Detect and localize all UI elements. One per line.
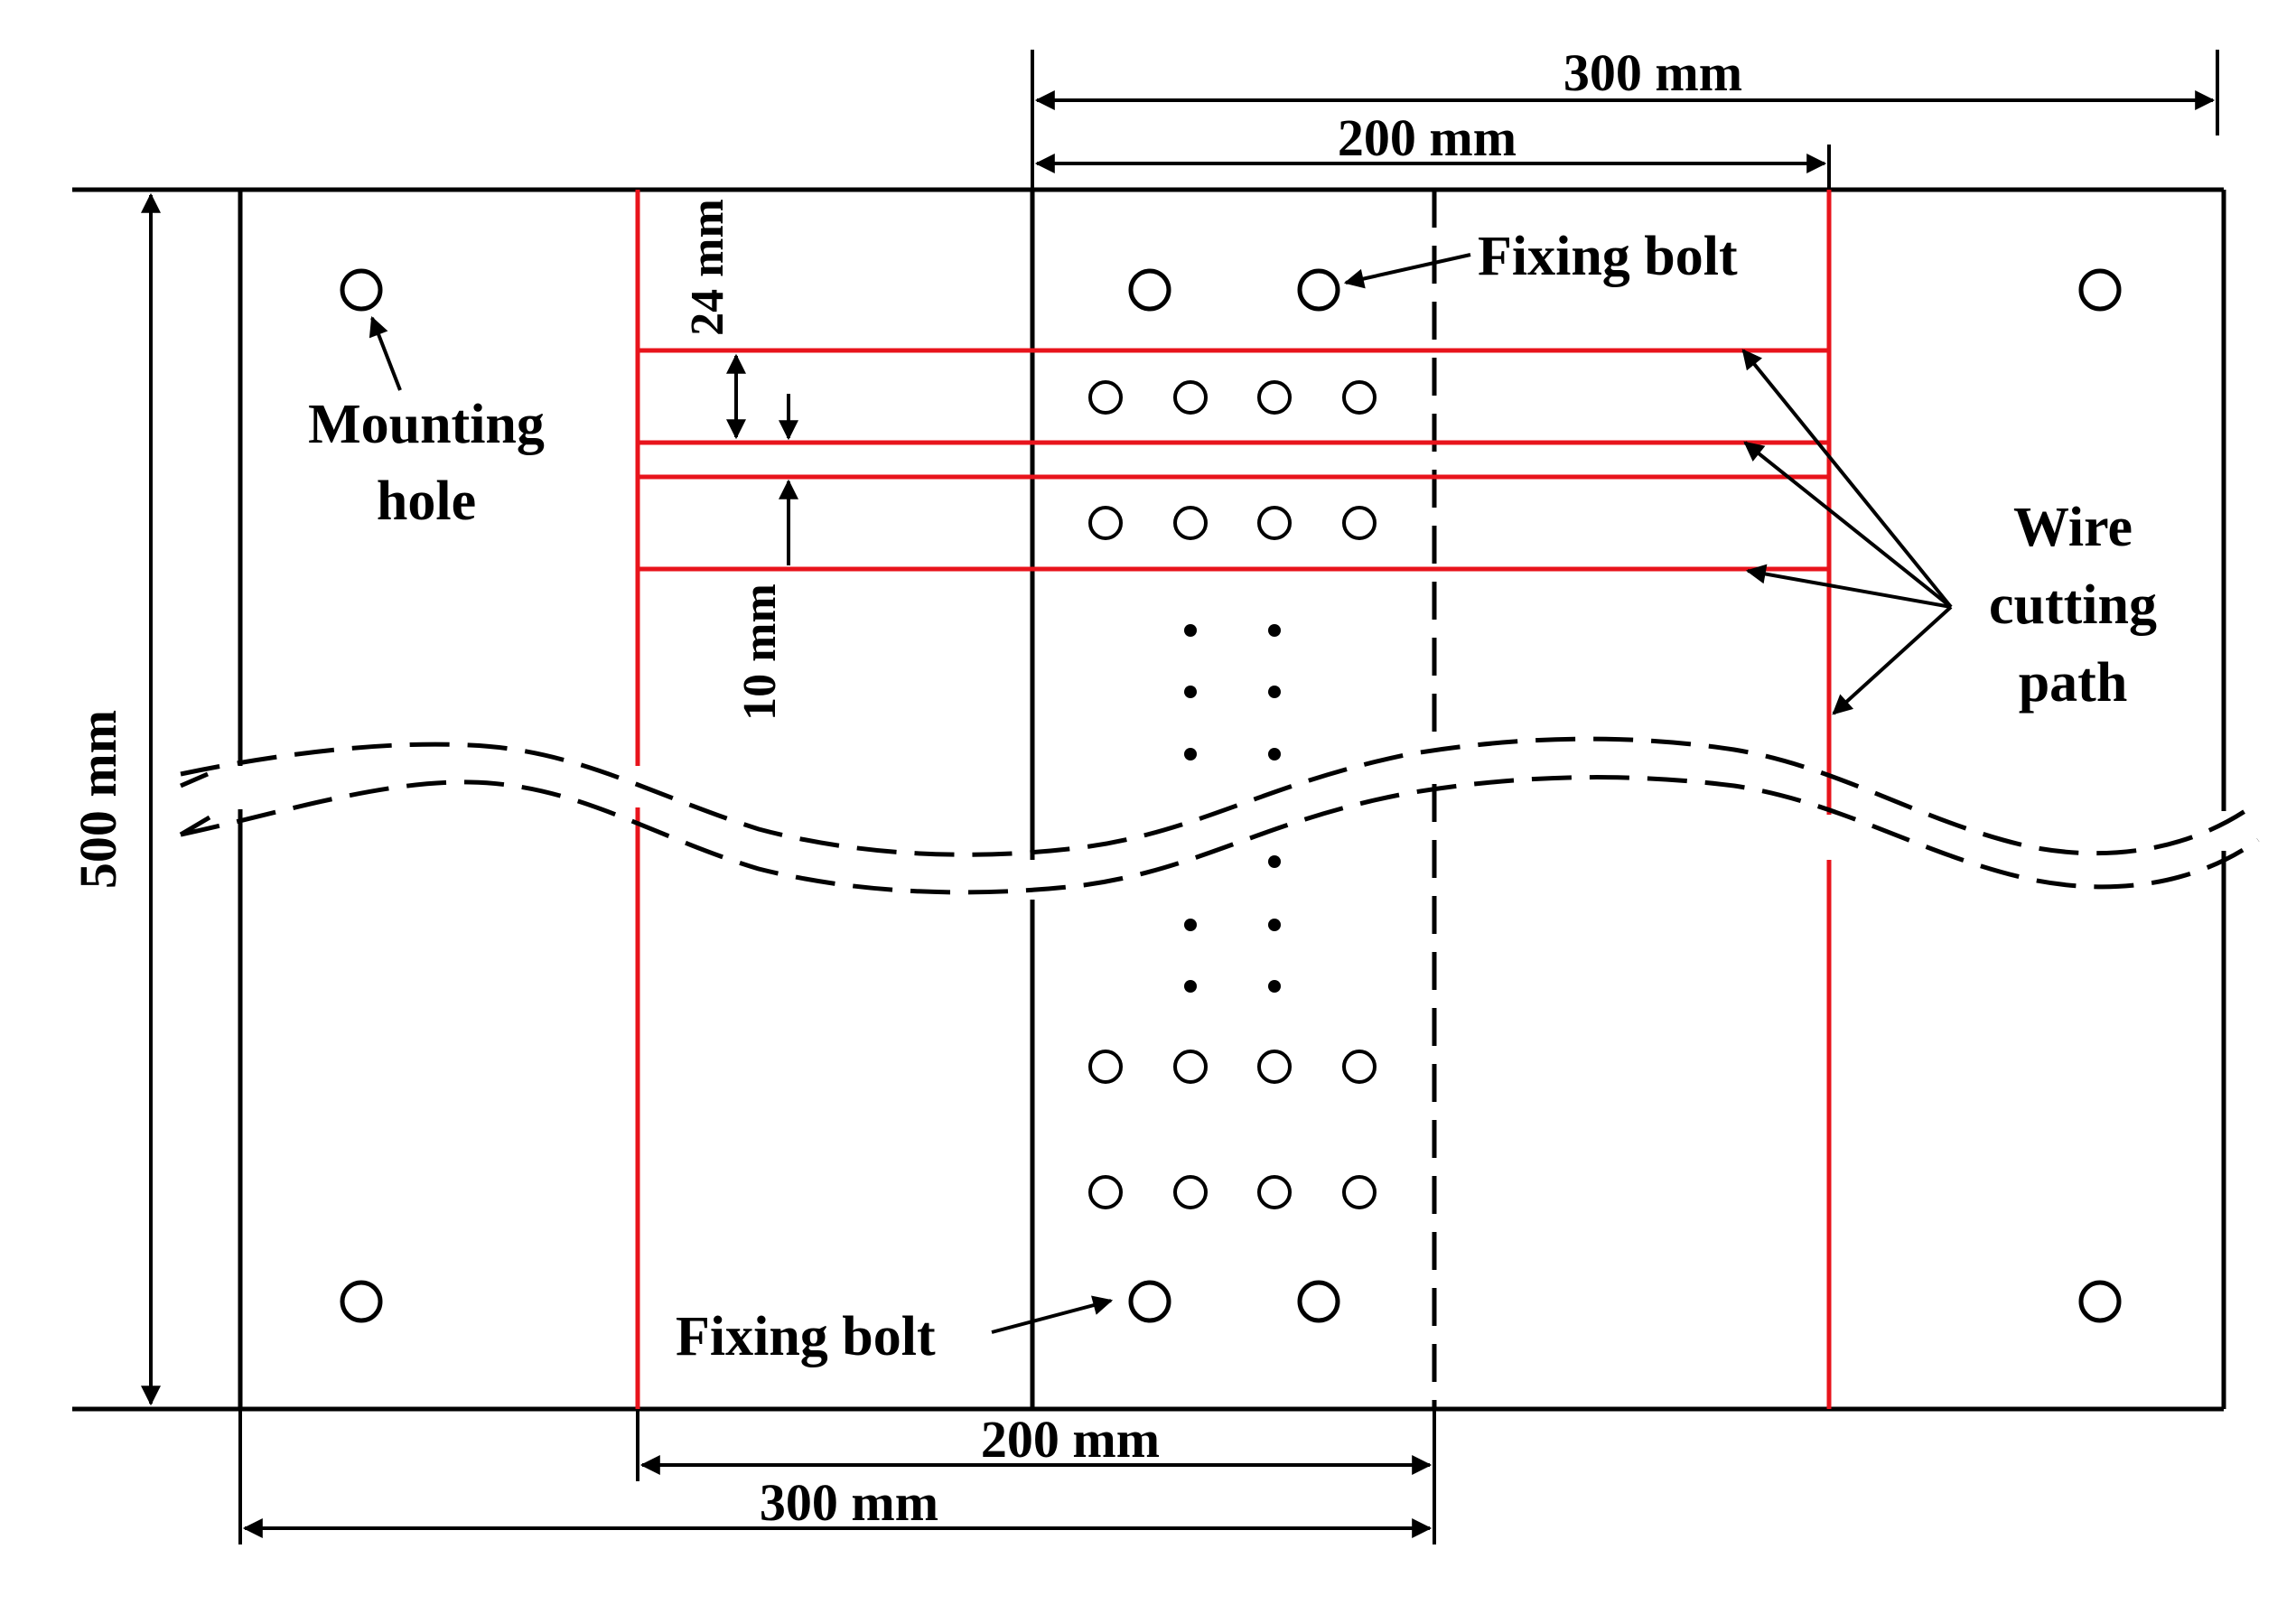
mounting-hole-icon (2078, 268, 2122, 312)
break-end-marks (179, 771, 211, 837)
label-mounting-hole-line1: Mounting (308, 394, 545, 455)
dimension-lines (141, 50, 2219, 1544)
leader-wire-2 (1743, 441, 1953, 609)
small-hole-icon (1342, 380, 1377, 415)
small-hole-icon (1342, 506, 1377, 540)
label-wire-cutting-line1: Wire (2013, 497, 2133, 558)
continuation-dot (1268, 919, 1281, 931)
wire-cutting-path-lines (635, 190, 1832, 1409)
fixing-bolt-icon (1297, 1280, 1340, 1323)
label-fixing-bolt-top: Fixing bolt (1478, 226, 1738, 287)
leader-wire-4 (1832, 605, 1953, 715)
label-wire-cutting-line2: cutting (1989, 574, 2157, 636)
fixing-bolt-icon (1297, 268, 1340, 312)
dim-label-height-500: 500 mm (69, 710, 127, 889)
label-fixing-bolt-bottom: Fixing bolt (676, 1306, 936, 1367)
dim-label-top-300: 300 mm (1563, 43, 1742, 102)
break-line-upper (180, 736, 2260, 857)
small-hole-icon (1257, 506, 1292, 540)
continuation-dot (1268, 686, 1281, 698)
small-hole-icon (1088, 1050, 1123, 1084)
leader-arrows (369, 253, 1953, 1334)
small-hole-icon (1173, 1050, 1208, 1084)
dim-label-10mm: 10 mm (734, 583, 786, 721)
leader-wire-3 (1745, 564, 1952, 609)
small-hole-icon (1173, 380, 1208, 415)
small-hole-icon (1173, 1175, 1208, 1209)
small-hole-icon (1257, 1175, 1292, 1209)
continuation-dot (1184, 686, 1197, 698)
small-hole-icon (1088, 506, 1123, 540)
label-mounting-hole-line2: hole (377, 471, 476, 532)
leader-wire-1 (1741, 349, 1953, 609)
dim-label-24mm: 24 mm (682, 199, 733, 336)
continuation-dot (1184, 980, 1197, 993)
vertical-ellipsis-dots-icon (1184, 624, 1281, 993)
leader-mounting-hole (369, 315, 402, 391)
dim-label-bottom-300: 300 mm (760, 1473, 938, 1532)
fixing-bolt-icon (1128, 1280, 1171, 1323)
small-hole-icon (1257, 380, 1292, 415)
break-line-lower (180, 775, 2260, 895)
dim-label-top-200: 200 mm (1338, 108, 1517, 167)
small-hole-icon (1088, 380, 1123, 415)
leader-fixing-bolt-top (1343, 253, 1471, 289)
continuation-dot (1268, 748, 1281, 761)
continuation-dot (1184, 624, 1197, 637)
small-holes-grid (1088, 380, 1377, 1209)
dim-label-bottom-200: 200 mm (981, 1410, 1160, 1469)
mounting-hole-icon (340, 268, 383, 312)
mounting-holes (340, 268, 2122, 1323)
fixing-bolt-icon (1128, 268, 1171, 312)
small-hole-icon (1088, 1175, 1123, 1209)
small-hole-icon (1173, 506, 1208, 540)
leader-fixing-bolt-bottom (991, 1295, 1114, 1334)
continuation-dot (1184, 748, 1197, 761)
mounting-hole-icon (2078, 1280, 2122, 1323)
plate-outline (72, 187, 2226, 1412)
mounting-hole-icon (340, 1280, 383, 1323)
continuation-dot (1268, 855, 1281, 868)
wavy-break-line-icon (180, 736, 2260, 895)
small-hole-icon (1257, 1050, 1292, 1084)
small-hole-icon (1342, 1050, 1377, 1084)
break-end-left-lower (179, 815, 211, 837)
fixing-bolts (1128, 268, 1340, 1323)
continuation-dot (1184, 919, 1197, 931)
continuation-dot (1268, 980, 1281, 993)
continuation-dot (1268, 624, 1281, 637)
label-wire-cutting-line3: path (2019, 652, 2128, 714)
small-hole-icon (1342, 1175, 1377, 1209)
break-end-left-upper (180, 771, 209, 789)
